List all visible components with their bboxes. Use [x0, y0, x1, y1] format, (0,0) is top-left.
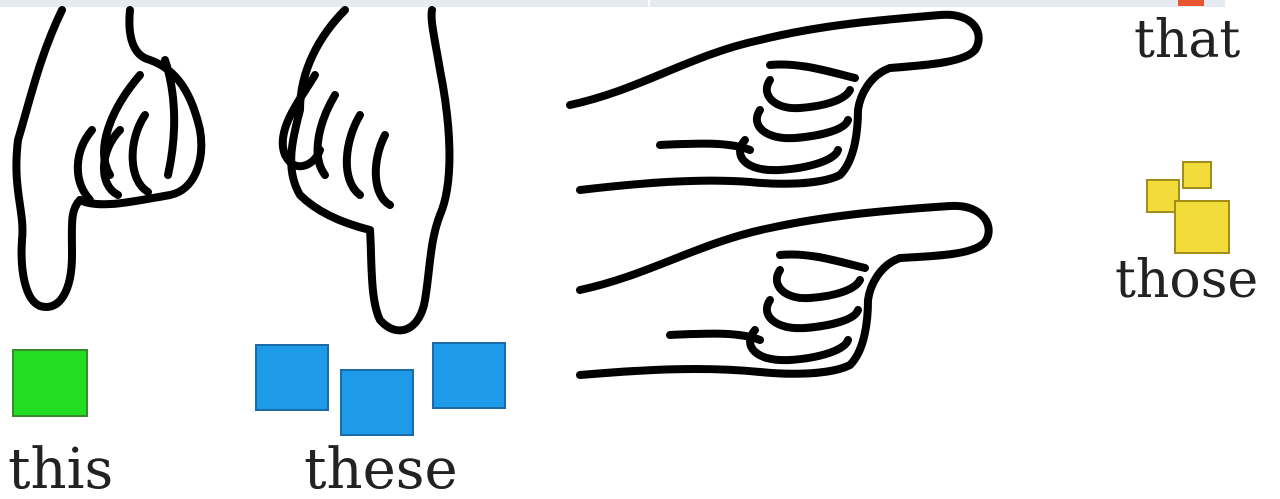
this-square: [13, 350, 87, 416]
label-these: these: [304, 442, 458, 498]
label-those: those: [1115, 254, 1258, 306]
label-this: this: [8, 442, 113, 498]
label-that: that: [1134, 14, 1240, 66]
these-square: [256, 345, 328, 410]
these-square: [341, 370, 413, 435]
those-square: [1175, 201, 1229, 253]
those-squares: [1147, 162, 1229, 253]
hand-pointing-down-icon: [283, 10, 450, 330]
hand-pointing-right-icon: [580, 206, 989, 375]
these-squares: [256, 343, 505, 435]
these-square: [433, 343, 505, 408]
hand-pointing-right-icon: [570, 15, 979, 190]
hand-pointing-down-icon: [16, 10, 201, 307]
those-square: [1183, 162, 1211, 188]
that-square: [1178, 0, 1204, 6]
